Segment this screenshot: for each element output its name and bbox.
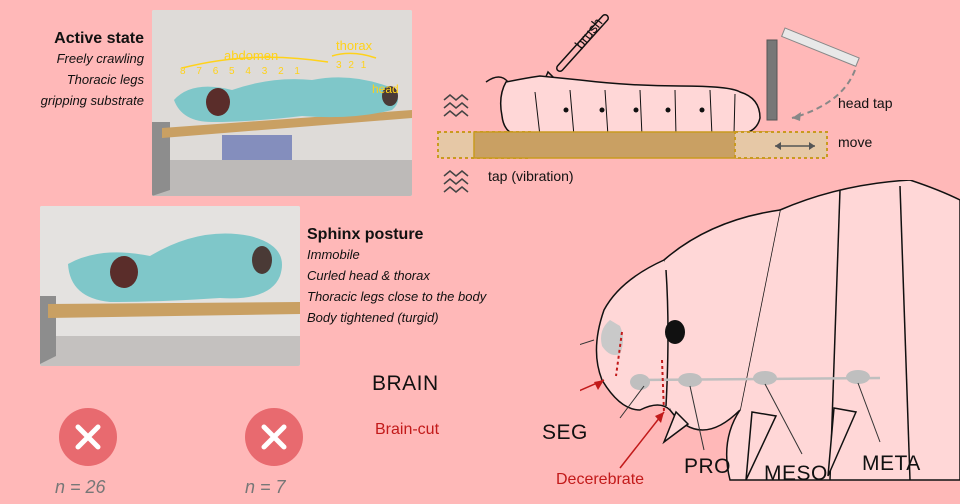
n-count-right: n = 7 xyxy=(245,477,286,497)
active-state-caption: Active state Freely crawling Thoracic le… xyxy=(0,30,144,111)
cross-icon-left xyxy=(59,408,117,466)
sphinx-posture-photo xyxy=(40,206,300,366)
thorax-segments: 3 2 1 xyxy=(336,60,366,71)
n-count-left: n = 26 xyxy=(55,477,106,497)
sphinx-photo-illustration xyxy=(40,206,300,366)
move-label: move xyxy=(838,134,873,150)
thorax-label: thorax xyxy=(336,38,373,53)
thoracic-legs xyxy=(662,407,858,481)
active-state-photo: abdomen thorax head 8 7 6 5 4 3 2 1 3 2 … xyxy=(152,10,412,196)
brain-cut-leader xyxy=(580,379,605,392)
brain-leader xyxy=(580,339,595,346)
pro-label: PRO xyxy=(684,455,732,478)
decerebrate-cut-marker xyxy=(661,359,665,413)
stimulus-diagram xyxy=(437,14,860,193)
thx-seg-3: 3 xyxy=(336,60,342,71)
vibration-icon-bottom xyxy=(443,170,469,193)
thx-seg-2: 2 xyxy=(348,60,354,71)
seg-label: SEG xyxy=(542,421,588,444)
brain-cut-label: Brain-cut xyxy=(375,421,440,438)
abdomen-segments: 8 7 6 5 4 3 2 1 xyxy=(180,66,300,77)
tap-rod-icon xyxy=(766,27,860,121)
caterpillar-head-thorax xyxy=(595,180,960,481)
meso-label: MESO xyxy=(764,462,828,485)
meta-leader xyxy=(857,382,881,443)
meta-label: META xyxy=(862,452,921,475)
sphinx-line-4: Body tightened (turgid) xyxy=(307,310,439,325)
abd-seg-4: 4 xyxy=(245,66,251,77)
anatomy-diagram xyxy=(580,180,960,481)
sphinx-title: Sphinx posture xyxy=(307,226,424,243)
stick-icon xyxy=(437,131,828,159)
active-line-2: Thoracic legs xyxy=(66,72,144,87)
brain-cut-marker xyxy=(615,331,623,377)
vibration-icon-top xyxy=(443,94,469,117)
ganglia xyxy=(630,370,870,390)
abd-seg-7: 7 xyxy=(196,66,202,77)
head-tap-label: head tap xyxy=(838,95,893,111)
active-photo-illustration xyxy=(152,10,412,196)
sphinx-line-3: Thoracic legs close to the body xyxy=(307,289,487,304)
abd-seg-6: 6 xyxy=(212,66,219,77)
sphinx-line-2: Curled head & thorax xyxy=(307,268,430,283)
thx-seg-1: 1 xyxy=(360,60,367,71)
abd-seg-3: 3 xyxy=(261,66,268,77)
close-icon xyxy=(261,424,287,450)
brain-ganglion xyxy=(601,320,623,355)
active-line-3: gripping substrate xyxy=(40,93,144,108)
close-icon xyxy=(75,424,101,450)
cross-icon-right xyxy=(245,408,303,466)
spiracle-icon xyxy=(665,320,685,344)
abd-seg-1: 1 xyxy=(294,66,300,77)
brain-label: BRAIN xyxy=(372,372,439,395)
pro-leader xyxy=(689,385,705,451)
caterpillar-outline xyxy=(485,75,761,137)
abd-seg-5: 5 xyxy=(229,66,235,77)
abd-seg-8: 8 xyxy=(180,66,186,77)
abd-seg-2: 2 xyxy=(278,66,284,77)
seg-leader xyxy=(619,385,645,419)
segment-brackets xyxy=(181,52,377,69)
active-state-title: Active state xyxy=(54,30,144,47)
meso-leader xyxy=(764,383,803,455)
head-label: head xyxy=(372,82,399,96)
tap-vibration-label: tap (vibration) xyxy=(488,168,574,184)
decerebrate-label: Decerebrate xyxy=(556,471,645,488)
sphinx-caption: Sphinx posture Immobile Curled head & th… xyxy=(307,226,486,328)
sphinx-line-1: Immobile xyxy=(307,247,360,262)
active-line-1: Freely crawling xyxy=(56,51,144,66)
decerebrate-leader xyxy=(619,411,665,469)
